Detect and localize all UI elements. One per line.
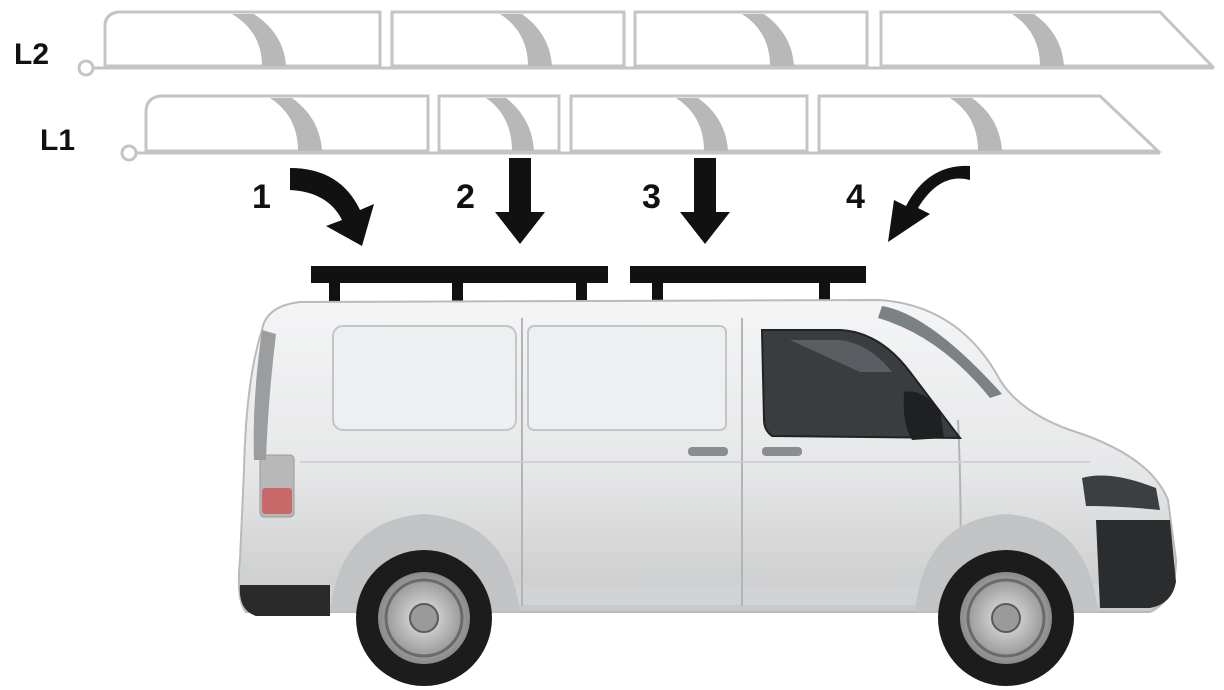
tail-light-red xyxy=(262,488,292,514)
rear-rack-leg-1 xyxy=(329,283,340,303)
middle-side-panel xyxy=(528,326,726,430)
position-label-3: 3 xyxy=(642,180,661,214)
position-label-1: 1 xyxy=(252,180,271,214)
arrow-set xyxy=(290,158,970,246)
rear-rack-leg-3 xyxy=(576,283,587,303)
arrow-2-down-icon xyxy=(495,158,545,244)
rear-bumper xyxy=(240,585,330,616)
front-bumper xyxy=(1096,520,1176,608)
l1-panel-row xyxy=(122,96,1160,160)
arrow-4-curved-icon xyxy=(888,166,970,242)
arrow-1-curved-icon xyxy=(290,168,374,246)
l2-panel-row xyxy=(79,12,1214,75)
position-label-2: 2 xyxy=(456,180,475,214)
l1-panel-2-swoosh xyxy=(486,98,534,151)
rear-wheel xyxy=(356,550,492,686)
l2-panel-1-swoosh xyxy=(232,14,286,66)
l1-panel-3-swoosh xyxy=(676,98,728,151)
l1-panel-1-swoosh xyxy=(270,98,322,151)
l1-row-end-cap xyxy=(122,146,136,160)
front-rack-bar xyxy=(630,266,866,283)
sliding-door-handle xyxy=(688,447,728,456)
roof-rack xyxy=(311,266,866,303)
position-label-4: 4 xyxy=(846,180,865,214)
front-wheel xyxy=(938,550,1074,686)
front-door-handle xyxy=(762,447,802,456)
arrow-3-down-icon xyxy=(680,158,730,244)
rear-rack-bar xyxy=(311,266,608,283)
row-label-l2: L2 xyxy=(14,40,49,70)
rear-side-panel xyxy=(333,326,516,430)
l2-panel-4-swoosh xyxy=(1012,14,1064,66)
l2-panel-2 xyxy=(392,12,624,66)
l2-row-end-cap xyxy=(79,61,93,75)
van-illustration xyxy=(239,300,1176,686)
row-label-l1: L1 xyxy=(40,126,75,156)
l2-panel-3-swoosh xyxy=(742,14,794,66)
rear-rack-leg-2 xyxy=(452,283,463,303)
l2-panel-2-swoosh xyxy=(500,14,552,66)
l1-panel-4-swoosh xyxy=(950,98,1002,151)
